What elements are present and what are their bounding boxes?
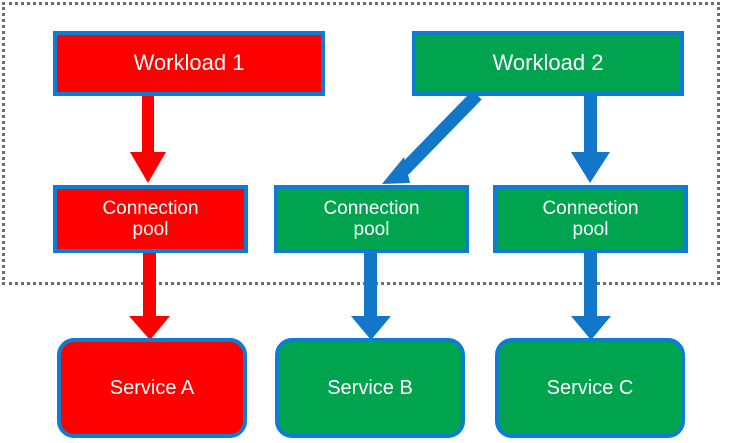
edge-pool1-to-servicea	[129, 252, 170, 340]
edge-workload2-to-pool2	[382, 90, 482, 184]
node-workload-2[interactable]: Workload 2	[412, 31, 684, 96]
node-connection-pool-3[interactable]: Connection pool	[493, 185, 688, 253]
node-service-c[interactable]: Service C	[495, 338, 685, 438]
node-service-a-label: Service A	[109, 376, 195, 399]
node-connection-pool-1-label: Connection pool	[102, 197, 199, 240]
node-service-c-label: Service C	[546, 376, 634, 399]
node-connection-pool-1[interactable]: Connection pool	[53, 185, 248, 253]
edge-pool3-to-servicec	[571, 252, 611, 340]
edge-workload2-to-pool3	[571, 96, 610, 183]
node-workload-1[interactable]: Workload 1	[53, 31, 325, 96]
node-service-b-label: Service B	[327, 376, 413, 399]
node-connection-pool-2[interactable]: Connection pool	[274, 185, 469, 253]
node-service-a[interactable]: Service A	[57, 338, 247, 438]
edge-workload1-to-pool1	[130, 96, 166, 183]
node-service-b[interactable]: Service B	[275, 338, 465, 438]
node-connection-pool-3-label: Connection pool	[542, 197, 639, 240]
node-connection-pool-2-label: Connection pool	[323, 197, 420, 240]
node-workload-1-label: Workload 1	[133, 50, 245, 76]
node-workload-2-label: Workload 2	[492, 50, 604, 76]
edge-pool2-to-serviceb	[351, 252, 391, 340]
